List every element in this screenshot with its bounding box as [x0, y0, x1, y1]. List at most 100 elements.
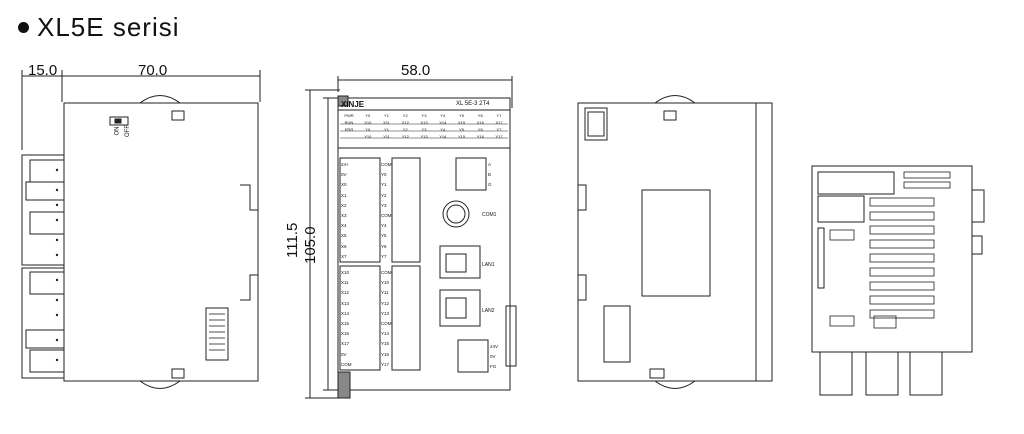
terminal-label: COM: [381, 162, 392, 167]
terminal-label: 24+: [341, 162, 349, 167]
page-title: XL5E serisi: [18, 12, 180, 43]
model-label: XL 5E-3 2T4: [456, 101, 490, 107]
terminal-label: Y6: [381, 243, 387, 249]
status-led-label: Y12: [401, 134, 409, 139]
status-led-label: X17: [495, 120, 503, 125]
switch-off-label: OFF: [125, 125, 131, 137]
terminal-label: X12: [341, 290, 350, 296]
status-led-label: Y5: [459, 113, 464, 118]
terminal-label: X6: [341, 243, 347, 249]
terminal-label: X3: [341, 213, 347, 219]
terminal-label: X7: [341, 253, 347, 259]
terminal-label: Y15: [381, 341, 390, 347]
terminal-label: X0: [341, 182, 347, 188]
status-led-label: X10: [364, 120, 372, 125]
terminal-label: COM: [381, 321, 392, 327]
terminal-label: Y5: [381, 233, 387, 239]
terminal-label: Y0: [381, 172, 387, 178]
title-text: XL5E serisi: [37, 12, 180, 42]
status-led-label: Y14: [439, 134, 447, 139]
status-led-label: Y2: [402, 127, 408, 132]
terminal-label: X10: [341, 270, 350, 275]
terminal-label: Y16: [381, 351, 390, 357]
bullet-icon: [18, 22, 29, 33]
dim-side-depth-body: 70.0: [138, 62, 168, 79]
status-led-label: X14: [439, 120, 447, 125]
status-led-label: Y4: [440, 127, 446, 132]
lan2-label: LAN2: [482, 308, 495, 314]
status-led-label: Y13: [420, 134, 428, 139]
status-led-label: [340, 133, 358, 140]
terminal-label: X15: [341, 321, 350, 327]
status-led-label: Y7: [496, 127, 502, 132]
power-fg: FG: [490, 364, 497, 369]
terminal-label: Y11: [381, 290, 389, 296]
switch-on-label: ON: [114, 126, 121, 136]
status-led-label: RUN: [344, 120, 354, 125]
status-led-label: X13: [420, 120, 428, 125]
status-led-label: Y0: [365, 113, 371, 118]
status-led-label: Y6: [477, 113, 483, 118]
status-led-label: Y0: [365, 127, 371, 132]
status-led-label: Y10: [364, 134, 372, 139]
terminal-label: X2: [341, 202, 347, 208]
status-led-label: X16: [476, 120, 484, 125]
status-led-label: Y5: [459, 127, 464, 132]
terminal-label: X17: [341, 341, 350, 347]
terminal-label: X1: [341, 192, 347, 198]
status-led-label: PWR: [344, 113, 354, 118]
status-led-label: Y1: [384, 113, 389, 118]
terminal-label: X16: [341, 331, 350, 337]
terminal-label: Y3: [381, 202, 387, 208]
status-led-label: ERR: [344, 127, 354, 132]
status-led-label: Y7: [496, 113, 502, 118]
status-row: Y10 Y11 Y12 Y13 Y14 Y15 Y16 Y17: [340, 133, 508, 140]
status-led-label: X12: [401, 120, 409, 125]
status-led-label: X15: [457, 120, 466, 125]
terminal-label: COM: [381, 213, 392, 219]
terminal-label: X4: [341, 223, 347, 229]
power-0v: 0V: [490, 354, 496, 359]
brand-logo: XINJE: [341, 100, 365, 109]
status-led-label: Y4: [440, 113, 446, 118]
status-led-label: Y3: [421, 113, 427, 118]
terminal-label: Y13: [381, 310, 390, 316]
status-led-label: Y11: [383, 134, 390, 139]
lan1-label: LAN1: [482, 262, 495, 268]
power-labels: 24V 0V FG: [490, 342, 498, 372]
terminal-label: Y14: [381, 331, 390, 337]
back-view: [577, 95, 773, 389]
terminal-label: X14: [341, 310, 350, 316]
power-24v: 24V: [490, 344, 499, 349]
terminal-label: Y17: [381, 361, 390, 367]
side-view: [21, 70, 261, 389]
terminal-label: Y10: [381, 280, 390, 286]
status-led-label: Y15: [457, 134, 466, 139]
terminal-label: Y7: [381, 253, 387, 259]
terminal-label: X11: [341, 280, 349, 286]
terminal-label: Y2: [381, 192, 387, 198]
terminal-label: 0V: [341, 172, 347, 178]
status-led-label: Y6: [477, 127, 483, 132]
terminal-label: Y12: [381, 300, 390, 306]
com1-label: COM1: [482, 212, 497, 218]
terminal-label: 0V: [341, 351, 347, 357]
status-led-label: Y17: [495, 134, 503, 139]
rs485-a: A: [488, 162, 492, 167]
front-view: [305, 76, 517, 399]
dim-side-depth-front: 15.0: [28, 62, 58, 79]
terminal-label: Y1: [381, 182, 387, 188]
rs485-b: B: [488, 172, 492, 177]
status-led-label: Y16: [476, 134, 484, 139]
status-led-label: Y1: [384, 127, 389, 132]
dim-height-body: 105.0: [302, 226, 319, 264]
terminal-label: COM: [341, 361, 352, 367]
